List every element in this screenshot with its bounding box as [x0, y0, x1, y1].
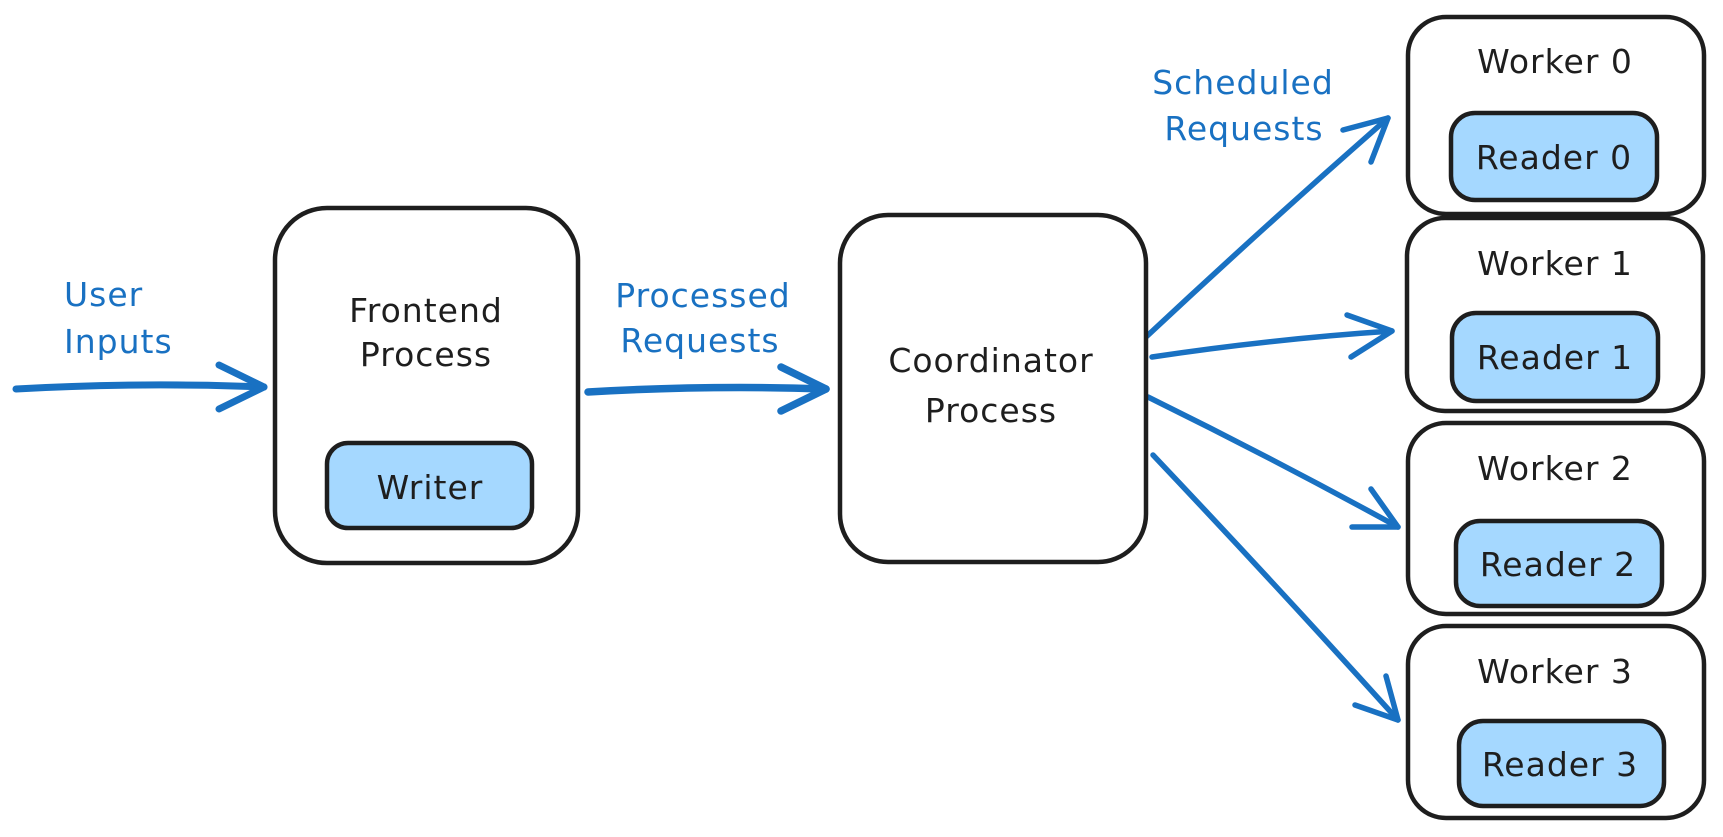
label-processed-requests-line2: Requests: [620, 321, 779, 360]
coordinator-process-title-line1: Coordinator: [888, 341, 1093, 380]
node-frontend-process: Frontend Process Writer: [272, 205, 581, 566]
writer-label: Writer: [377, 468, 484, 507]
arrow-scheduled-worker-0-icon: [1143, 115, 1391, 340]
label-scheduled-requests: Scheduled Requests: [1152, 63, 1334, 148]
coordinator-process-title-line2: Process: [925, 391, 1057, 430]
arrow-scheduled-worker-2-icon: [1145, 394, 1401, 530]
worker-3-title: Worker 3: [1477, 652, 1633, 691]
reader-0-label: Reader 0: [1476, 138, 1632, 177]
arrow-scheduled-worker-1-icon: [1149, 312, 1395, 360]
reader-3-label: Reader 3: [1482, 745, 1638, 784]
reader-0-box: [1448, 110, 1660, 203]
label-processed-requests: Processed Requests: [615, 276, 790, 360]
node-worker-3: Worker 3 Reader 3: [1405, 623, 1707, 821]
reader-2-box: [1453, 518, 1665, 609]
label-scheduled-requests-line1: Scheduled: [1152, 63, 1334, 102]
node-worker-0: Worker 0 Reader 0: [1405, 14, 1707, 217]
label-processed-requests-line1: Processed: [615, 276, 790, 315]
reader-1-box: [1449, 310, 1661, 404]
worker-1-title: Worker 1: [1477, 244, 1633, 283]
frontend-process-title-line2: Process: [360, 335, 492, 374]
worker-0-title: Worker 0: [1477, 42, 1633, 81]
node-worker-2: Worker 2 Reader 2: [1405, 420, 1707, 617]
label-user-inputs-line2: Inputs: [64, 322, 173, 361]
label-user-inputs-line1: User: [64, 275, 143, 314]
frontend-process-title-line1: Frontend: [349, 291, 503, 330]
reader-3-box: [1456, 718, 1667, 809]
arrow-processed-requests-icon: [584, 363, 830, 415]
reader-2-label: Reader 2: [1480, 545, 1636, 584]
label-user-inputs: User Inputs: [64, 275, 173, 361]
coordinator-process-box: [837, 212, 1149, 565]
arrow-scheduled-worker-3-icon: [1150, 452, 1401, 723]
worker-2-title: Worker 2: [1477, 449, 1633, 488]
writer-box: [324, 440, 535, 531]
node-worker-1: Worker 1 Reader 1: [1404, 215, 1706, 414]
node-coordinator-process: Coordinator Process: [837, 212, 1149, 565]
arrow-user-inputs-icon: [12, 361, 268, 413]
label-scheduled-requests-line2: Requests: [1164, 109, 1323, 148]
reader-1-label: Reader 1: [1477, 338, 1633, 377]
